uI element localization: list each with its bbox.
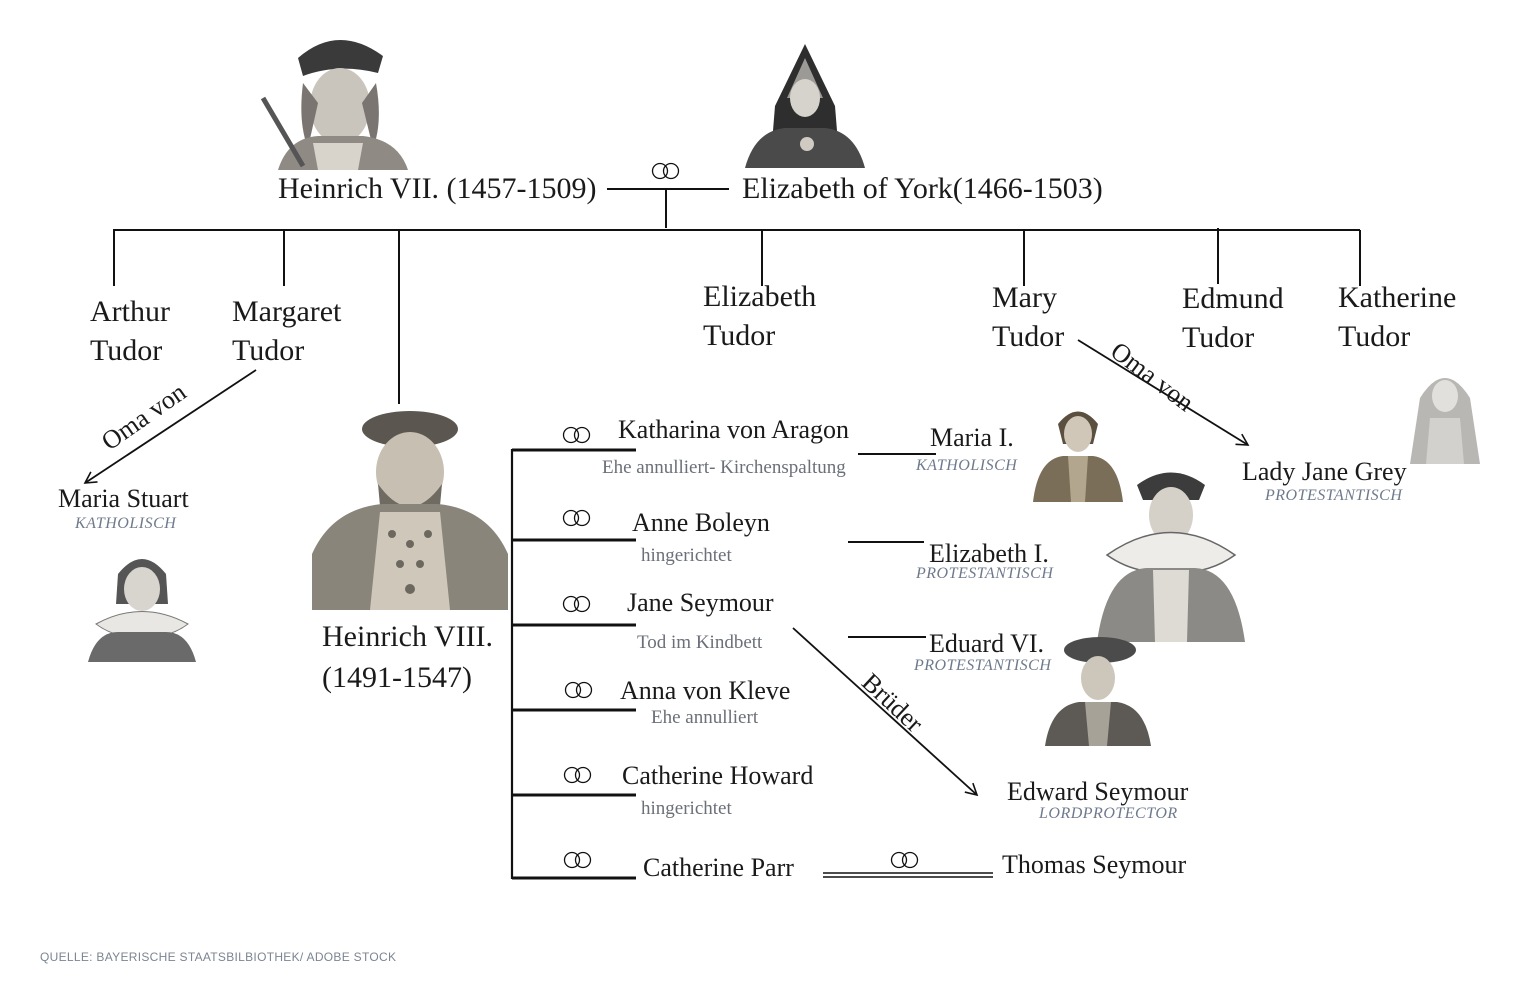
mother-name: Elizabeth of York(1466-1503) <box>742 172 1103 205</box>
child-margaret-line2: Tudor <box>232 334 305 367</box>
child-mary-line2: Tudor <box>992 320 1065 353</box>
maria-stuart-confession: KATHOLISCH <box>75 515 177 532</box>
child-margaret-line1: Margaret <box>232 295 342 328</box>
child-edmund-line1: Edmund <box>1182 282 1284 315</box>
portrait-maria-i <box>1033 394 1123 502</box>
child-arthur-line1: Arthur <box>90 295 170 328</box>
edward-seymour-name: Edward Seymour <box>1007 777 1189 806</box>
wife-5-name: Catherine Howard <box>622 761 814 790</box>
wife-3-note: Tod im Kindbett <box>637 632 763 653</box>
heinrich-viii-name: Heinrich VIII. <box>322 620 494 653</box>
portrait-katherine-tudor <box>1400 358 1490 464</box>
child-arthur-line2: Tudor <box>90 334 163 367</box>
wife-4-note: Ehe annulliert <box>651 707 759 728</box>
source-credit: QUELLE: BAYERISCHE STAATSBILBIOTHEK/ ADO… <box>40 950 397 964</box>
portrait-elizabeth-of-york <box>745 36 865 168</box>
wife-2-name: Anne Boleyn <box>632 508 770 537</box>
maria-stuart-name: Maria Stuart <box>58 484 189 513</box>
heinrich-viii-years: (1491-1547) <box>322 661 472 694</box>
child-mary-line1: Mary <box>992 281 1057 314</box>
wife-3-name: Jane Seymour <box>627 588 774 617</box>
eduard-vi-confession: PROTESTANTISCH <box>914 657 1052 674</box>
wife-2-note: hingerichtet <box>641 545 732 566</box>
father-name: Heinrich VII. (1457-1509) <box>278 172 597 205</box>
lady-jane-grey-confession: PROTESTANTISCH <box>1265 487 1403 504</box>
wife-5-note: hingerichtet <box>641 798 732 819</box>
portrait-heinrich-viii <box>312 404 508 610</box>
maria-i-confession: KATHOLISCH <box>916 457 1018 474</box>
child-edmund-line2: Tudor <box>1182 321 1255 354</box>
portrait-elizabeth-i <box>1087 460 1255 642</box>
child-elizabeth-line2: Tudor <box>703 319 776 352</box>
edward-seymour-role: LORDPROTECTOR <box>1039 805 1178 822</box>
eduard-vi-name: Eduard VI. <box>929 629 1045 658</box>
elizabeth-i-confession: PROTESTANTISCH <box>916 565 1054 582</box>
elizabeth-i-name: Elizabeth I. <box>929 539 1049 568</box>
wife-1-name: Katharina von Aragon <box>618 415 850 444</box>
wife-1-note: Ehe annulliert- Kirchenspaltung <box>602 457 846 478</box>
wife-6-name: Catherine Parr <box>643 853 794 882</box>
child-elizabeth-line1: Elizabeth <box>703 280 817 313</box>
child-katherine-line1: Katherine <box>1338 281 1457 314</box>
portrait-eduard-vi <box>1045 630 1151 746</box>
lady-jane-grey-name: Lady Jane Grey <box>1242 457 1407 486</box>
marriage-rings-icon <box>562 162 919 869</box>
maria-i-name: Maria I. <box>930 423 1014 452</box>
portrait-maria-stuart <box>88 544 196 662</box>
thomas-seymour-name: Thomas Seymour <box>1002 850 1187 879</box>
wife-4-name: Anna von Kleve <box>620 676 791 705</box>
portrait-heinrich-vii <box>258 28 418 170</box>
child-katherine-line2: Tudor <box>1338 320 1411 353</box>
